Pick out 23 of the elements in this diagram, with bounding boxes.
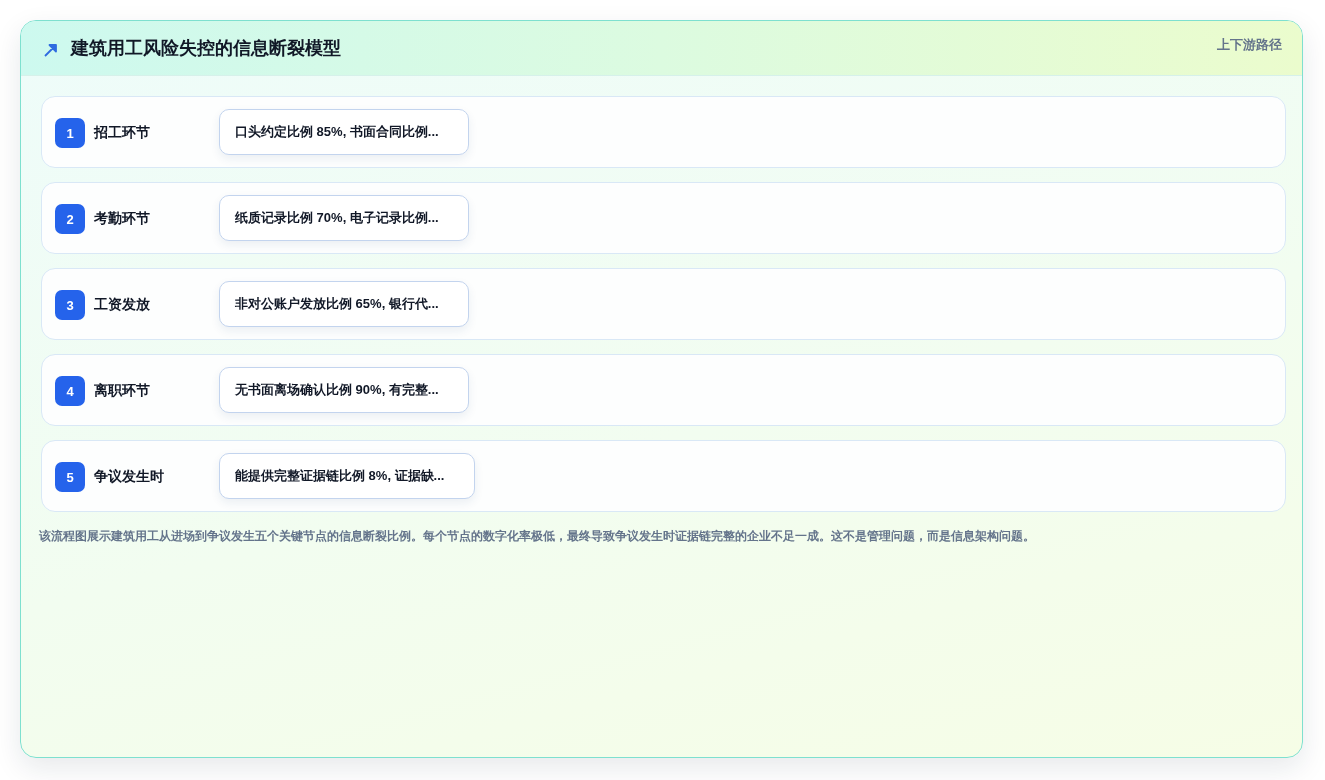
step-name: 离职环节 xyxy=(94,381,150,399)
detail-box: 非对公账户发放比例 65%, 银行代... xyxy=(219,281,469,327)
detail-box: 能提供完整证据链比例 8%, 证据缺... xyxy=(219,453,475,499)
step-number-badge: 2 xyxy=(55,204,85,234)
step-row xyxy=(41,354,1286,426)
step-row xyxy=(41,440,1286,512)
step-number-badge: 5 xyxy=(55,462,85,492)
step-name: 考勤环节 xyxy=(94,209,150,227)
step-row xyxy=(41,96,1286,168)
detail-box: 口头约定比例 85%, 书面合同比例... xyxy=(219,109,469,155)
step-row xyxy=(41,182,1286,254)
detail-box: 无书面离场确认比例 90%, 有完整... xyxy=(219,367,469,413)
step-name: 争议发生时 xyxy=(94,467,164,485)
step-row xyxy=(41,268,1286,340)
step-name: 工资发放 xyxy=(94,295,150,313)
detail-box: 纸质记录比例 70%, 电子记录比例... xyxy=(219,195,469,241)
caption: 该流程图展示建筑用工从进场到争议发生五个关键节点的信息断裂比例。每个节点的数字化率极低，最终导致争议发生时证据链完整的企业不足一成。这不是管理问题，而是信息架构问题。 xyxy=(39,528,1035,544)
step-number-badge: 4 xyxy=(55,376,85,406)
title: 建筑用工风险失控的信息断裂模型 xyxy=(71,37,341,59)
step-name: 招工环节 xyxy=(94,123,150,141)
header-label: 上下游路径 xyxy=(1217,37,1282,53)
step-number-badge: 3 xyxy=(55,290,85,320)
step-number-badge: 1 xyxy=(55,118,85,148)
